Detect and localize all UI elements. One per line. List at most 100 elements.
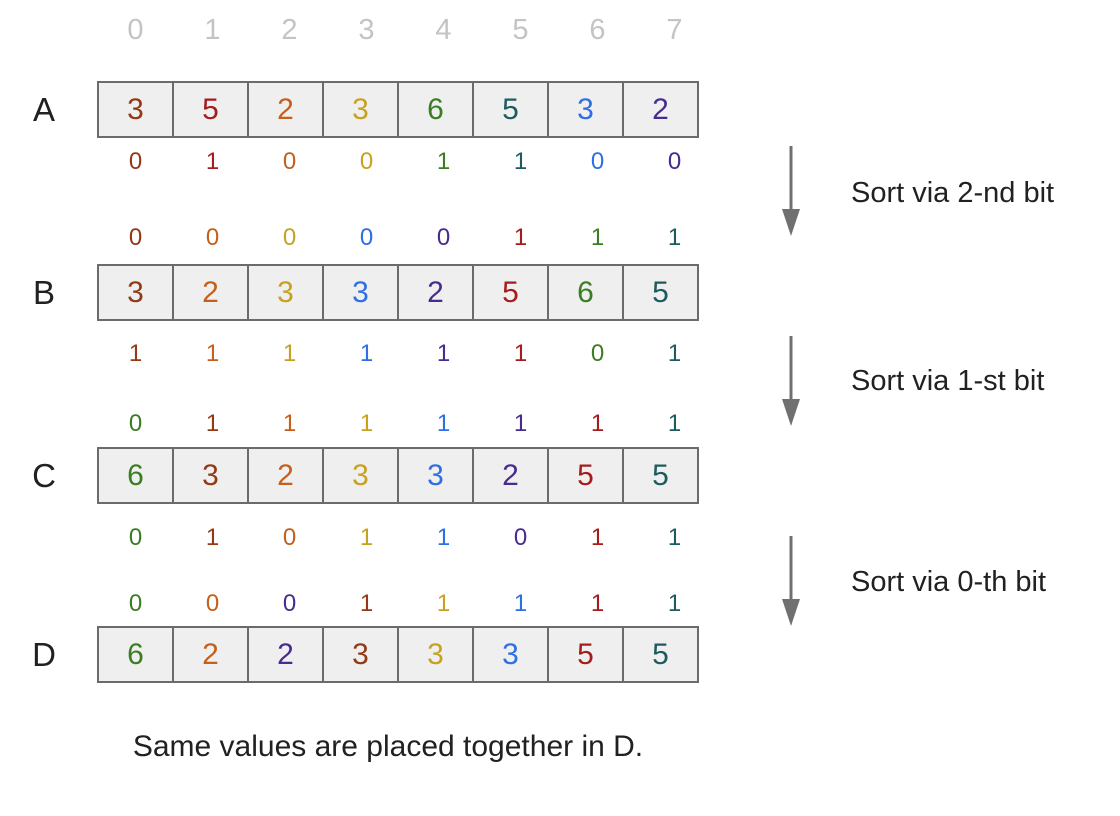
- bit-digit: 0: [282, 590, 297, 617]
- bit-digit: 1: [667, 340, 682, 367]
- bit-digit: 1: [513, 590, 528, 617]
- bit-digit: 1: [282, 410, 297, 437]
- array-cell: 2: [172, 264, 249, 321]
- row-label-a: A: [32, 91, 55, 128]
- bit-digit: 1: [513, 148, 528, 175]
- array-cell: 5: [547, 626, 624, 683]
- array-cell: 3: [322, 264, 399, 321]
- index-label: 3: [358, 14, 375, 46]
- bit-digit: 0: [359, 224, 374, 251]
- array-cell: 6: [547, 264, 624, 321]
- bit-digit: 1: [436, 148, 451, 175]
- bit-digit: 1: [667, 524, 682, 551]
- sort-step-label-1st-bit: Sort via 1-st bit: [851, 365, 1045, 397]
- array-cell: 6: [397, 81, 474, 138]
- bit-row-below-c: 0 1 0 1 1 0 1 1: [97, 523, 713, 553]
- row-label-d: D: [32, 636, 56, 673]
- bit-digit: 1: [667, 224, 682, 251]
- bit-digit: 1: [667, 590, 682, 617]
- bit-digit: 1: [590, 524, 605, 551]
- bit-digit: 0: [128, 224, 143, 251]
- caption: Same values are placed together in D.: [132, 730, 644, 763]
- bit-digit: 1: [359, 340, 374, 367]
- bit-digit: 1: [590, 410, 605, 437]
- bit-row-below-a: 0 1 0 0 1 1 0 0: [97, 147, 713, 177]
- index-label: 4: [435, 14, 452, 46]
- bit-digit: 1: [205, 148, 220, 175]
- index-label: 2: [281, 14, 298, 46]
- array-cell: 5: [622, 626, 699, 683]
- bit-digit: 0: [590, 148, 605, 175]
- array-cell: 3: [322, 447, 399, 504]
- bit-digit: 0: [128, 410, 143, 437]
- bit-digit: 0: [436, 224, 451, 251]
- bit-digit: 1: [667, 410, 682, 437]
- bit-digit: 1: [436, 340, 451, 367]
- index-label: 0: [127, 14, 144, 46]
- bit-digit: 0: [205, 590, 220, 617]
- bit-digit: 0: [282, 524, 297, 551]
- down-arrow-icon: [782, 536, 800, 626]
- array-cell: 3: [547, 81, 624, 138]
- bit-digit: 1: [359, 524, 374, 551]
- row-label-b: B: [32, 274, 55, 311]
- index-label: 6: [589, 14, 606, 46]
- bit-digit: 1: [359, 590, 374, 617]
- array-cell: 2: [247, 447, 324, 504]
- array-cell: 6: [97, 447, 174, 504]
- array-cell: 2: [247, 626, 324, 683]
- bit-digit: 1: [128, 340, 143, 367]
- array-cell: 3: [97, 264, 174, 321]
- bit-digit: 1: [282, 340, 297, 367]
- index-label: 5: [512, 14, 529, 46]
- array-cell: 5: [472, 264, 549, 321]
- bit-digit: 1: [359, 410, 374, 437]
- array-cell: 5: [622, 264, 699, 321]
- array-cell: 5: [472, 81, 549, 138]
- bit-digit: 0: [128, 590, 143, 617]
- array-cell: 2: [397, 264, 474, 321]
- array-cell: 3: [322, 626, 399, 683]
- array-cell: 5: [622, 447, 699, 504]
- bit-digit: 0: [513, 524, 528, 551]
- down-arrow-icon: [782, 146, 800, 236]
- bit-digit: 0: [128, 148, 143, 175]
- bit-digit: 1: [436, 410, 451, 437]
- bit-digit: 1: [205, 410, 220, 437]
- bit-digit: 1: [513, 224, 528, 251]
- bit-digit: 0: [667, 148, 682, 175]
- array-cell: 2: [247, 81, 324, 138]
- array-cell: 2: [472, 447, 549, 504]
- bit-digit: 1: [436, 524, 451, 551]
- index-label: 7: [666, 14, 683, 46]
- bit-digit: 0: [282, 148, 297, 175]
- array-cell: 3: [397, 626, 474, 683]
- array-cell: 3: [322, 81, 399, 138]
- bit-digit: 0: [205, 224, 220, 251]
- array-cell: 3: [247, 264, 324, 321]
- bit-digit: 0: [359, 148, 374, 175]
- bit-digit: 1: [590, 590, 605, 617]
- array-cell: 3: [472, 626, 549, 683]
- array-cell: 3: [97, 81, 174, 138]
- bit-digit: 1: [205, 524, 220, 551]
- array-cell: 3: [172, 447, 249, 504]
- bit-digit: 1: [590, 224, 605, 251]
- array-cell: 5: [547, 447, 624, 504]
- bit-digit: 1: [205, 340, 220, 367]
- bit-digit: 0: [128, 524, 143, 551]
- row-label-c: C: [32, 457, 56, 494]
- bit-digit: 1: [513, 340, 528, 367]
- bit-digit: 1: [513, 410, 528, 437]
- array-cell: 5: [172, 81, 249, 138]
- array-cell: 2: [172, 626, 249, 683]
- bit-digit: 0: [282, 224, 297, 251]
- bit-digit: 1: [436, 590, 451, 617]
- sort-step-label-0th-bit: Sort via 0-th bit: [851, 566, 1047, 598]
